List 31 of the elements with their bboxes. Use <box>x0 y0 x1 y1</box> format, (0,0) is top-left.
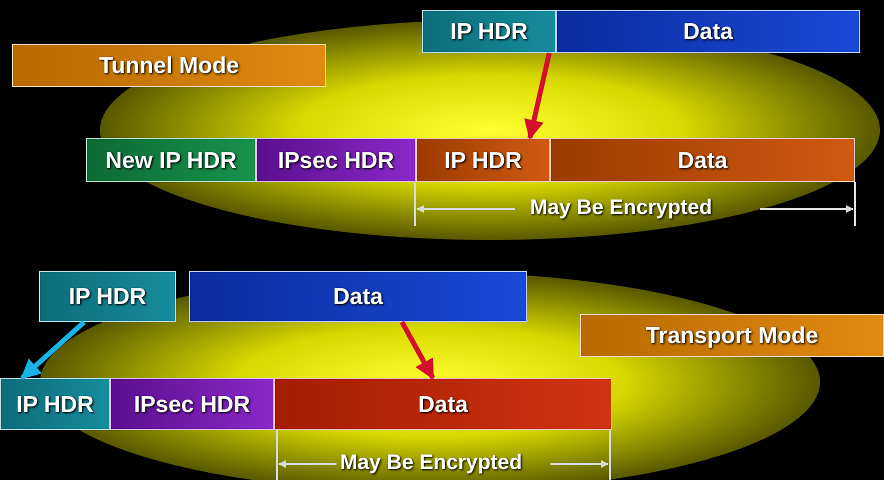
data-box <box>274 378 612 430</box>
arrow <box>524 52 552 140</box>
box-label: Tunnel Mode <box>98 52 240 79</box>
data-box <box>189 271 527 322</box>
box-label: Data <box>678 146 728 174</box>
header-box <box>416 138 550 182</box>
title-box <box>580 314 884 357</box>
box-label: IPsec HDR <box>134 390 250 418</box>
data-box <box>556 10 860 53</box>
box-label: Transport Mode <box>646 322 818 349</box>
box-label: IP HDR <box>16 390 94 418</box>
box-label: Data <box>418 390 468 418</box>
box-label: IP HDR <box>450 18 528 45</box>
box-label: Data <box>683 18 733 45</box>
arrow <box>400 320 436 380</box>
box-label: IPsec HDR <box>278 146 394 174</box>
header-box <box>256 138 416 182</box>
box-label: New IP HDR <box>105 146 237 174</box>
data-box <box>550 138 855 182</box>
arrow <box>20 320 86 380</box>
header-box <box>0 378 110 430</box>
header-box <box>422 10 556 53</box>
box-label: IP HDR <box>444 146 522 174</box>
header-box <box>110 378 274 430</box>
title-box <box>12 44 326 87</box>
header-box <box>86 138 256 182</box>
box-label: Data <box>333 283 383 310</box>
dimension-label: May Be Encrypted <box>530 196 712 220</box>
box-label: IP HDR <box>68 283 146 310</box>
header-box <box>39 271 176 322</box>
dimension-label: May Be Encrypted <box>340 451 522 475</box>
